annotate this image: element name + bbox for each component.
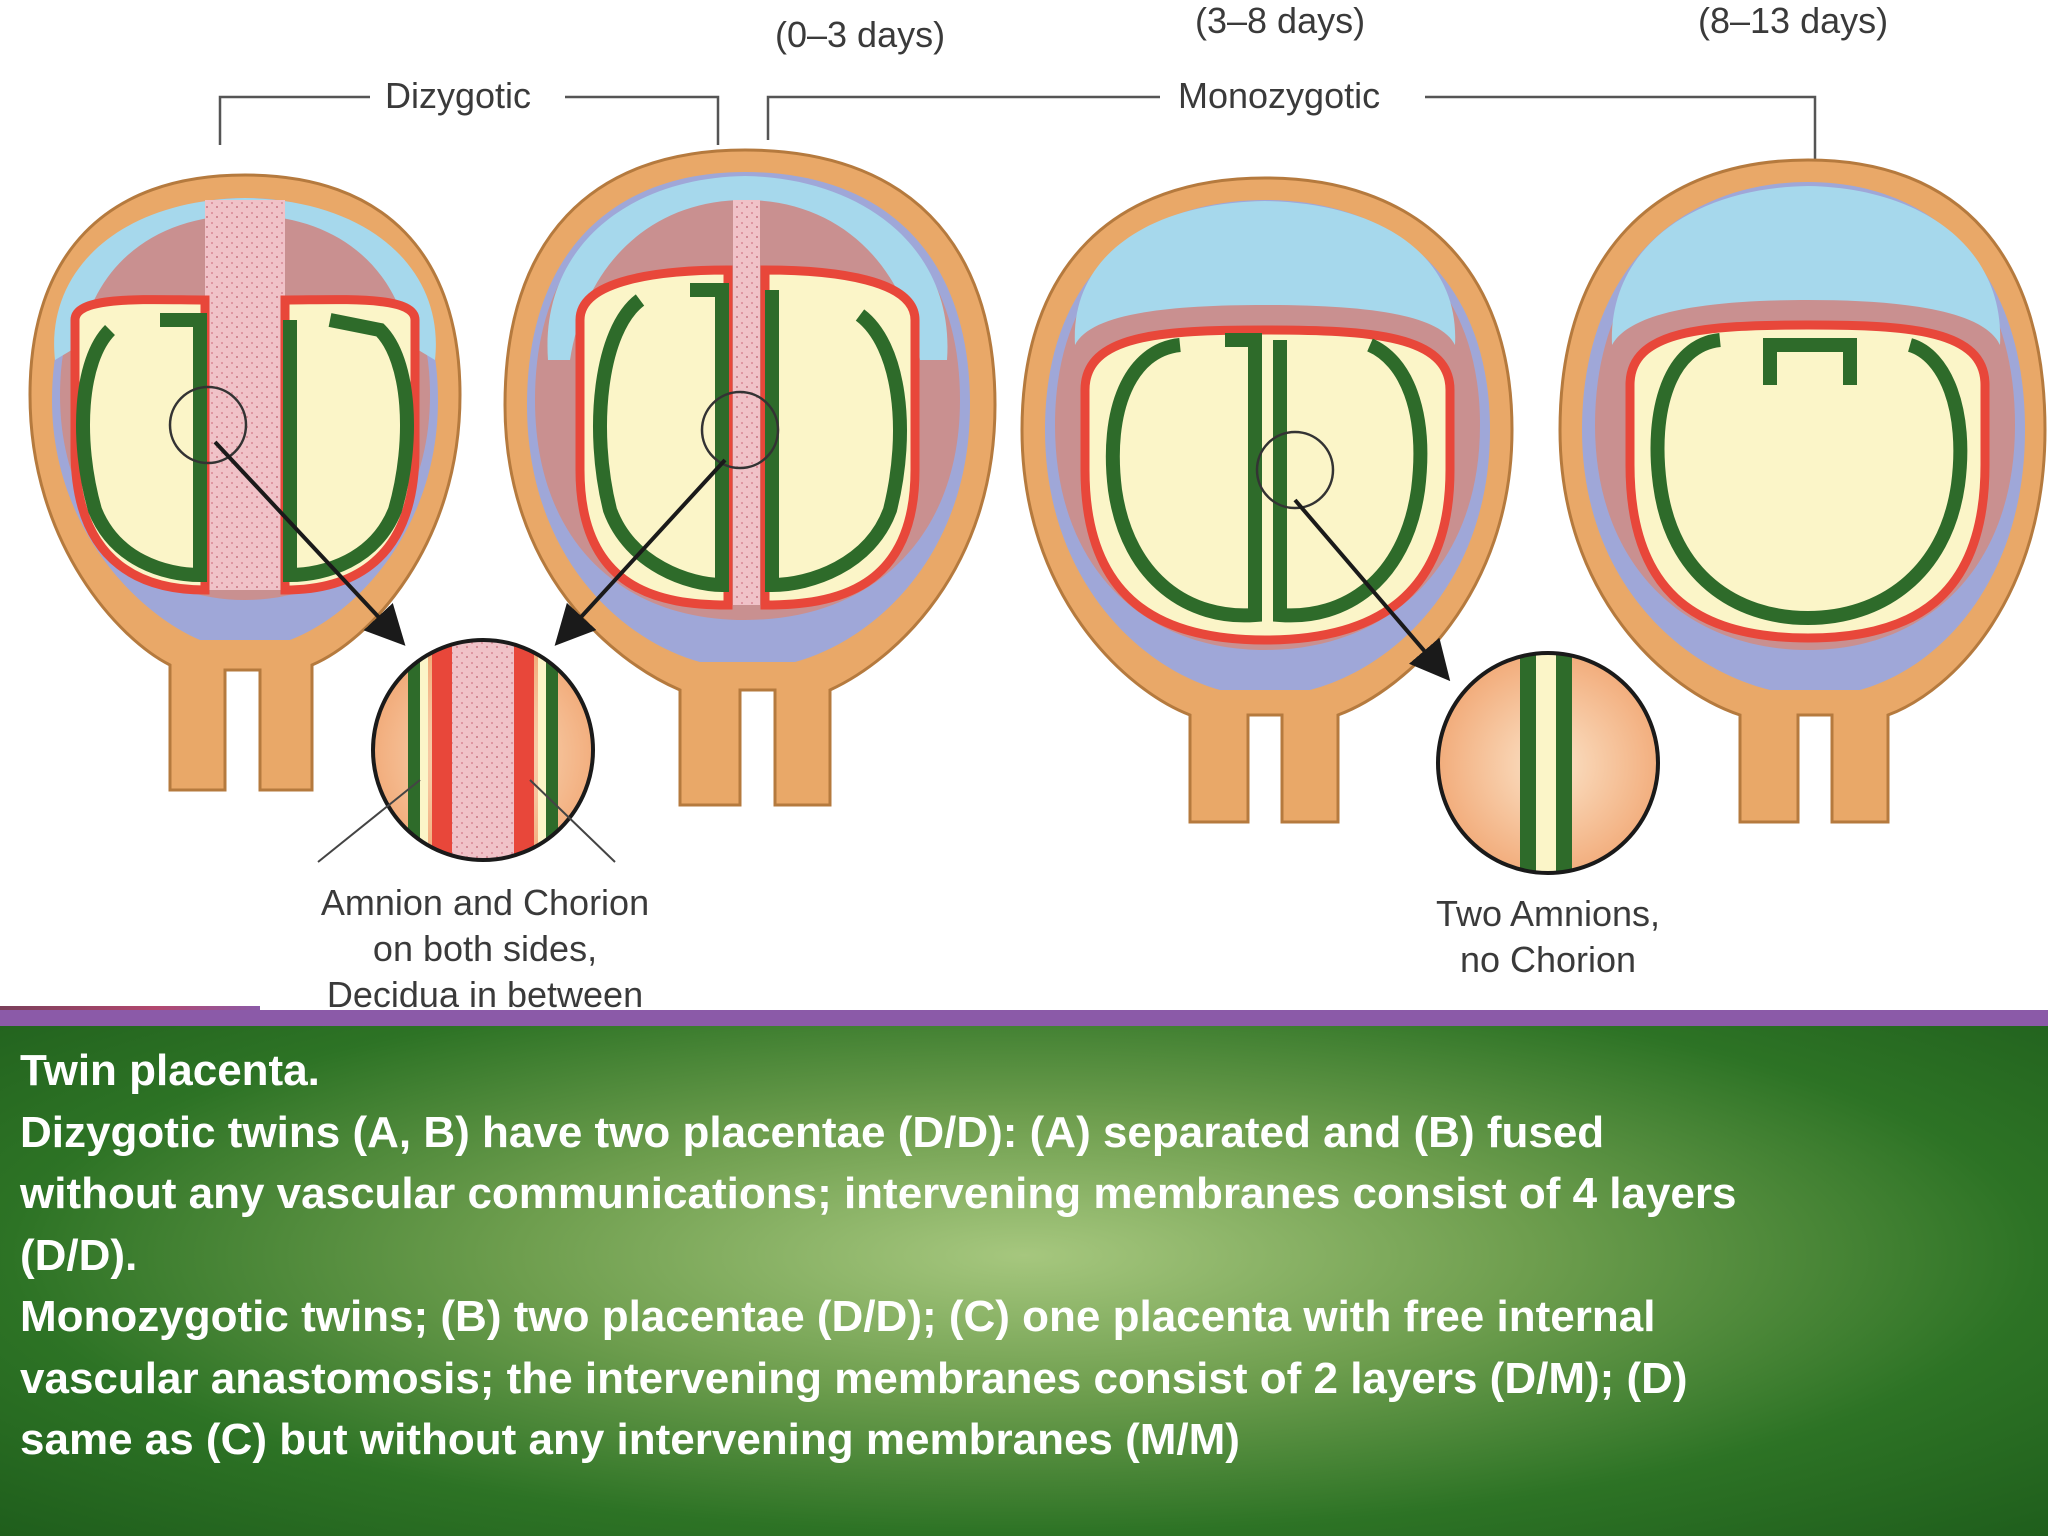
caption-panel: Twin placenta. Dizygotic twins (A, B) ha… [0,1026,2048,1536]
period-label-c: (3–8 days) [1195,0,1366,41]
caption-line-1: Twin placenta. [20,1046,320,1095]
period-label-b: (0–3 days) [775,14,946,55]
caption-line-3: without any vascular communications; int… [20,1169,1737,1218]
dizygotic-callout: Amnion and Chorion on both sides, Decidu… [285,880,685,1018]
monozygotic-callout-line-2: no Chorion [1459,939,1637,980]
monozygotic-label: Monozygotic [1178,75,1381,116]
caption-line-7: same as (C) but without any intervening … [20,1415,1240,1464]
caption-line-5: Monozygotic twins; (B) two placentae (D/… [20,1292,1656,1341]
monozygotic-bracket [766,95,1817,168]
monozygotic-callout: Two Amnions, no Chorion [1398,891,1698,983]
caption-line-2: Dizygotic twins (A, B) have two placenta… [20,1107,1605,1157]
monozygotic-zoom [1293,498,1660,875]
dizygotic-label: Dizygotic [385,75,532,116]
purple-separator-bar [0,1010,2048,1026]
caption-line-4: (D/D). [20,1230,138,1280]
period-label-d: (8–13 days) [1698,0,1889,41]
dizygotic-bracket [218,95,720,145]
dizygotic-callout-line-3: Decidua in between [326,974,644,1015]
dizygotic-zoom [213,440,727,863]
dizygotic-callout-line-2: on both sides, [372,928,598,969]
caption-text: Twin placenta. Dizygotic twins (A, B) ha… [20,1040,2030,1471]
uterus-d [1558,158,2047,824]
diagram-svg [28,95,2047,875]
uterus-a [28,173,462,792]
monozygotic-callout-line-1: Two Amnions, [1435,893,1661,934]
uterus-b [503,148,997,807]
dizygotic-callout-line-1: Amnion and Chorion [320,882,650,923]
caption-line-6: vascular anastomosis; the intervening me… [20,1353,1688,1403]
twin-placenta-diagram: (0–3 days) (3–8 days) (8–13 days) Dizygo… [28,0,2047,1015]
uterus-c [1020,176,1514,824]
